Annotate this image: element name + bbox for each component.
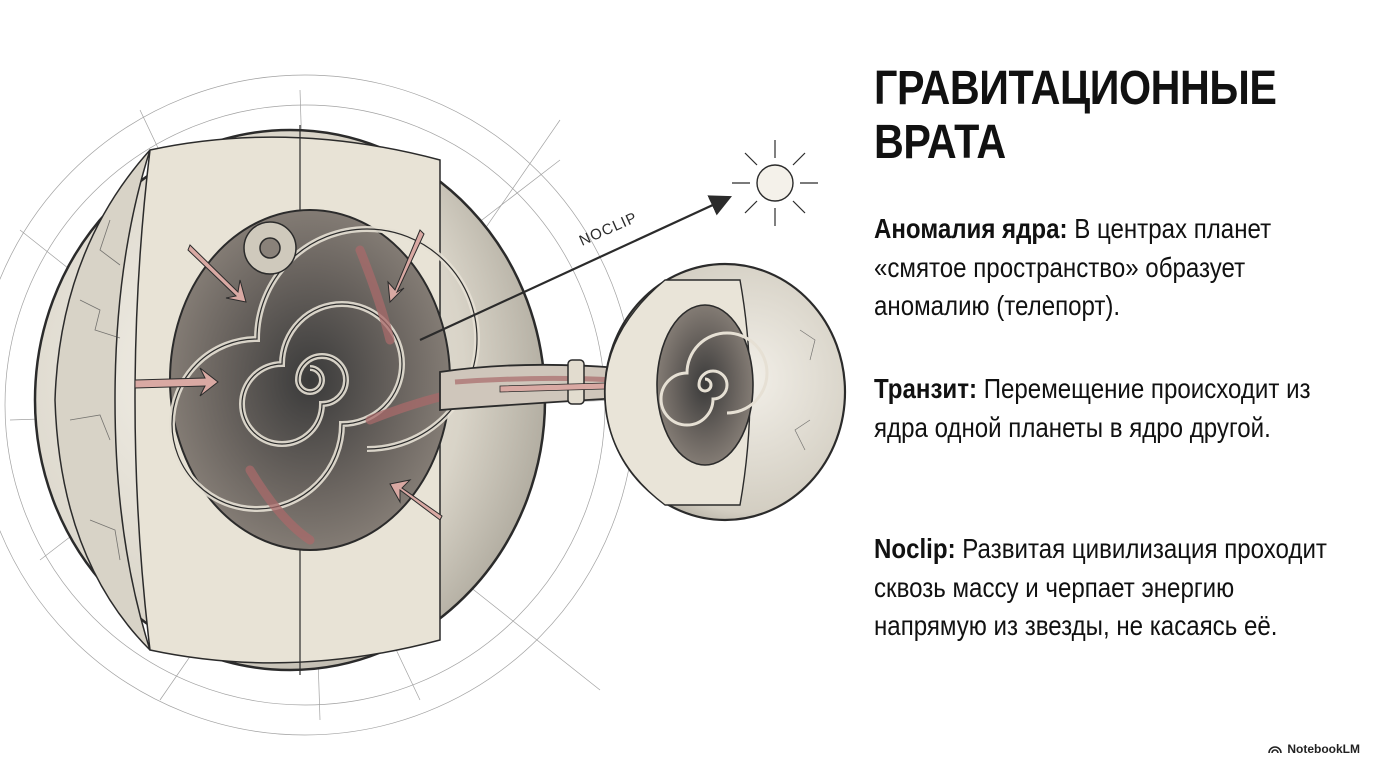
text-block-transit: Транзит: Перемещение происходит из ядра … bbox=[874, 370, 1338, 447]
brand-badge: NotebookLM bbox=[1268, 742, 1360, 756]
term-label: Транзит: bbox=[874, 373, 978, 404]
star-icon bbox=[732, 140, 818, 226]
term-description: В центрах планет «смятое пространство» о… bbox=[874, 213, 1272, 321]
notebooklm-logo-icon bbox=[1268, 746, 1283, 754]
term-label: Noclip: bbox=[874, 533, 956, 564]
text-block-core-anomaly: Аномалия ядра: В центрах планет «смятое … bbox=[874, 210, 1338, 326]
gear-icon bbox=[243, 221, 297, 275]
term-description: Развитая цивилизация проходит сквозь мас… bbox=[874, 533, 1327, 641]
term-description: Перемещение происходит из ядра одной пла… bbox=[874, 373, 1311, 443]
transit-tube bbox=[439, 359, 656, 411]
small-planet bbox=[603, 262, 847, 522]
large-planet bbox=[33, 125, 547, 675]
term-label: Аномалия ядра: bbox=[874, 213, 1068, 244]
brand-name: NotebookLM bbox=[1287, 742, 1360, 756]
gravity-gate-illustration: NOCLIP bbox=[0, 74, 847, 736]
text-block-noclip: Noclip: Развитая цивилизация проходит ск… bbox=[874, 530, 1338, 646]
inflow-arrows bbox=[134, 229, 443, 521]
slide-title: ГРАВИТАЦИОННЫЕ ВРАТА bbox=[874, 62, 1277, 169]
text-panel: ГРАВИТАЦИОННЫЕ ВРАТА Аномалия ядра: В це… bbox=[874, 62, 1354, 641]
